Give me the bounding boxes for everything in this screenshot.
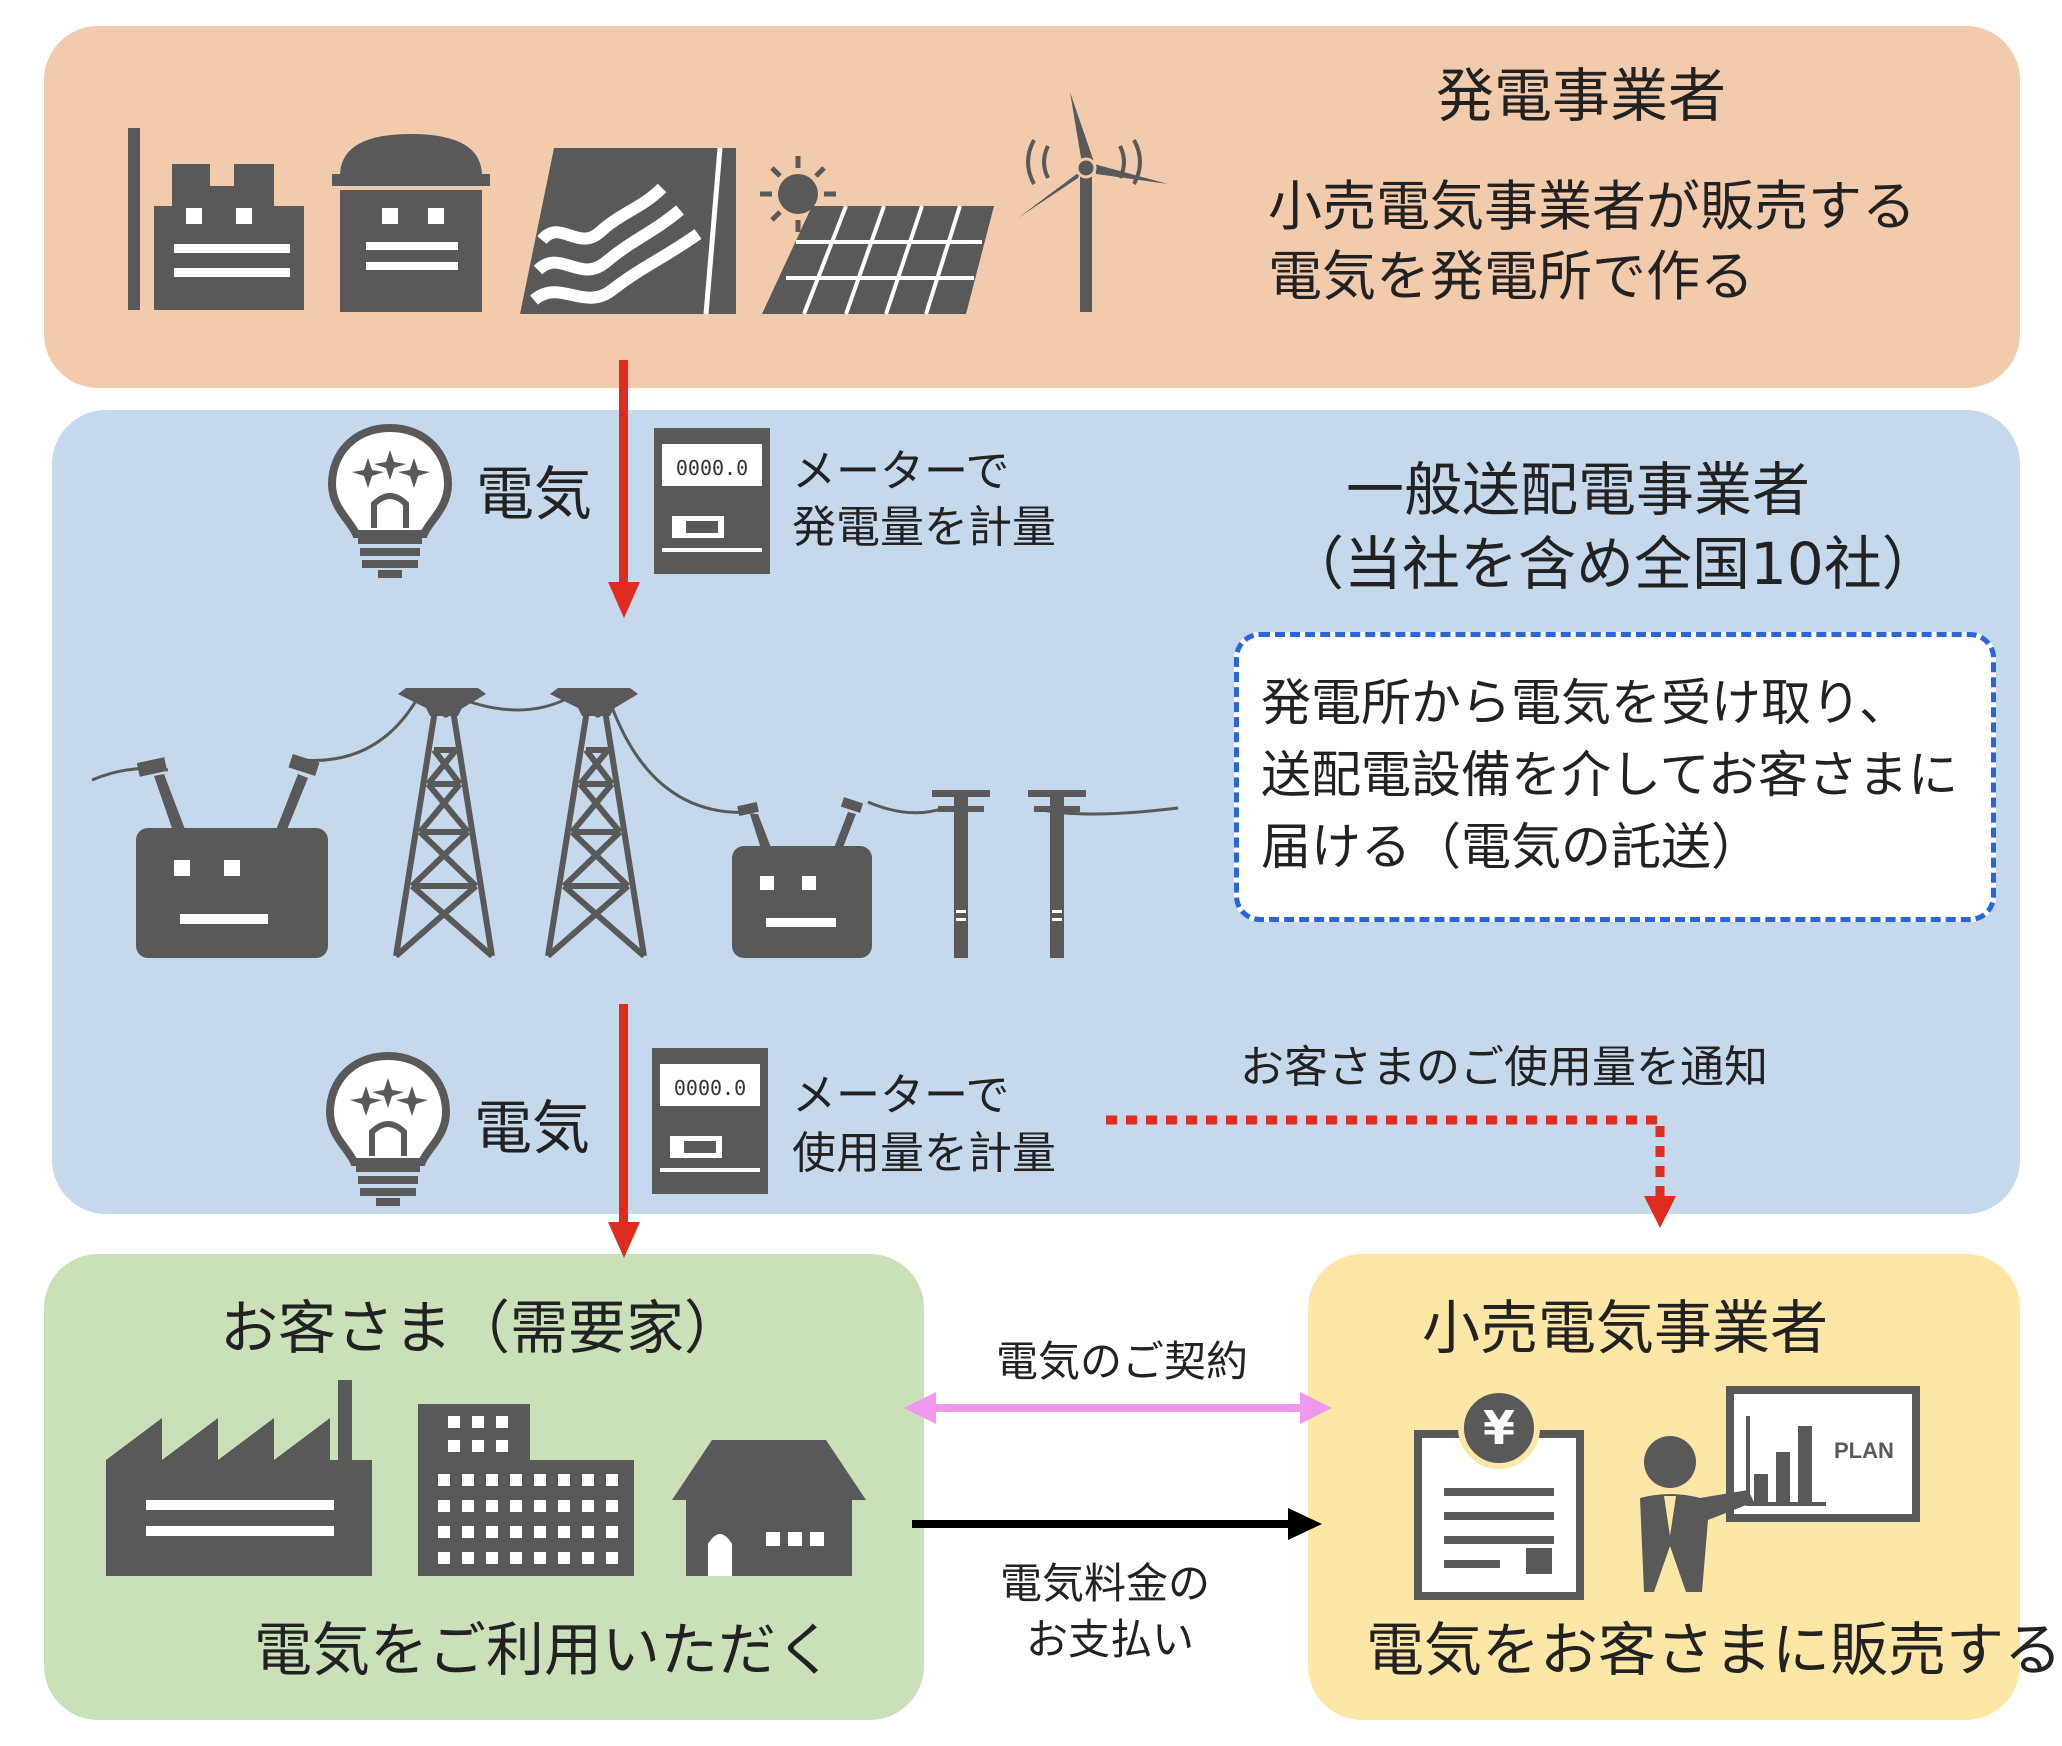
meter-display: 0000.0 (673, 1076, 747, 1100)
retailer-caption: 電気をお客さまに販売する (1366, 1616, 2062, 1684)
contract-arrow (904, 1392, 1332, 1424)
payment-arrow (912, 1508, 1322, 1540)
electricity-label-bottom: 電気 (474, 1094, 591, 1162)
generator-description: 小売電気事業者が販売する 電気を発電所で作る (1268, 175, 1916, 308)
meter-display: 0000.0 (675, 456, 749, 480)
power-flow-arrow-bottom (608, 1004, 640, 1258)
factory-icon (106, 1380, 372, 1576)
usage-notification-arrow (1106, 1115, 1676, 1228)
transmission-tower-2 (545, 688, 647, 959)
customer-caption: 電気をご利用いただく (254, 1616, 835, 1684)
electric-meter-icon: 0000.0 (652, 426, 772, 576)
transmission-tower-1 (393, 688, 495, 959)
consignment-note-box: 発電所から電気を受け取り、 送配電設備を介してお客さまに 届ける（電気の託送） (1234, 632, 1996, 922)
consignment-note-text: 発電所から電気を受け取り、 送配電設備を介してお客さまに 届ける（電気の託送） (1261, 674, 1958, 876)
usage-notification-label: お客さまのご使用量を通知 (1240, 1042, 1768, 1093)
power-flow-arrow-top (608, 360, 640, 618)
solar-panel-icon (760, 156, 994, 315)
payment-label-2: お支払い (1026, 1615, 1195, 1664)
price-document-icon: ¥ (1414, 1387, 1584, 1600)
payment-label-1: 電気料金の (1000, 1559, 1211, 1608)
utility-pole-1 (932, 790, 990, 958)
transmission-subtitle: （当社を含め全国10社） (1286, 530, 1940, 598)
meter-caption-bottom-2: 使用量を計量 (792, 1128, 1056, 1179)
hydro-dam-icon (520, 147, 736, 315)
transmission-grid-icon (91, 688, 1179, 959)
transmission-title: 一般送配電事業者 (1346, 456, 1811, 524)
house-icon (672, 1440, 866, 1576)
meter-caption-bottom-1: メーターで (792, 1070, 1010, 1121)
plan-board-label: PLAN (1834, 1438, 1894, 1463)
electricity-label-top: 電気 (476, 460, 593, 528)
utility-pole-2 (1028, 790, 1086, 958)
office-building-icon (418, 1404, 634, 1576)
meter-caption-top-1: メーターで (792, 446, 1010, 497)
presenter-plan-icon: PLAN (1630, 1386, 1920, 1592)
generator-title: 発電事業者 (1436, 62, 1727, 130)
electric-meter-icon: 0000.0 (650, 1046, 770, 1196)
wind-turbine-icon (1018, 92, 1168, 312)
thermal-plant-icon (128, 128, 304, 310)
nuclear-plant-icon (332, 134, 490, 312)
large-substation (136, 754, 328, 958)
lightbulb-icon (325, 1051, 451, 1206)
contract-label: 電気のご契約 (996, 1337, 1249, 1386)
retailer-title: 小売電気事業者 (1422, 1294, 1829, 1362)
lightbulb-icon (327, 423, 453, 578)
small-substation (732, 797, 872, 958)
yen-symbol: ¥ (1482, 1401, 1515, 1455)
meter-caption-top-2: 発電量を計量 (792, 502, 1056, 553)
customer-title: お客さま（需要家） (220, 1294, 743, 1362)
